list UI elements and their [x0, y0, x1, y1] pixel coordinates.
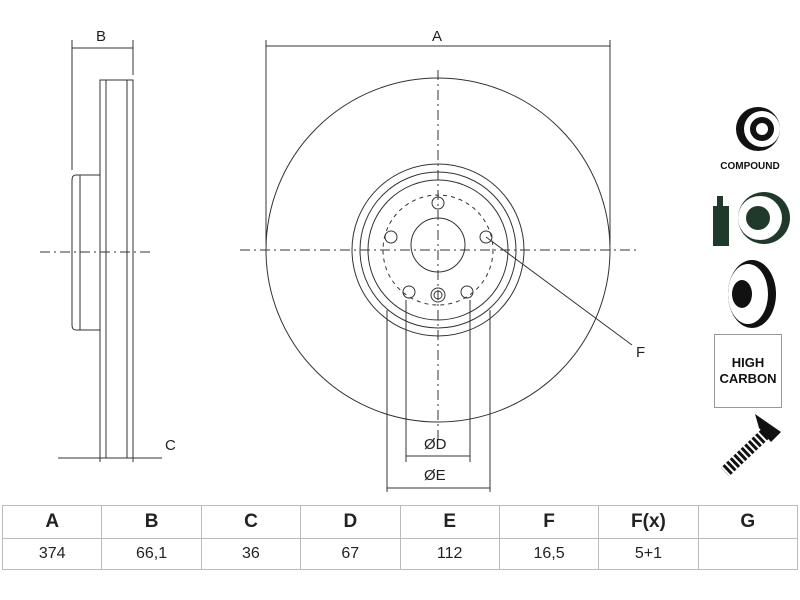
header-e: E: [399, 505, 500, 539]
value-b: 66,1: [101, 538, 202, 570]
header-b: B: [101, 505, 202, 539]
header-fx: F(x): [598, 505, 699, 539]
value-f: 16,5: [498, 538, 600, 570]
screw-icon: [720, 414, 781, 477]
header-c: C: [200, 505, 302, 539]
value-c: 36: [200, 538, 302, 570]
dim-label-e: ØE: [424, 467, 446, 484]
header-a: A: [1, 505, 103, 539]
high-carbon-line2: CARBON: [719, 371, 777, 386]
value-e: 112: [399, 538, 500, 570]
dim-label-b: B: [96, 28, 107, 45]
dim-label-c: C: [165, 437, 176, 454]
dim-label-d: ØD: [424, 436, 447, 453]
dim-label-f: F: [636, 344, 646, 361]
header-f: F: [498, 505, 600, 539]
brake-disc-drawing: [40, 40, 640, 492]
side-view: [40, 40, 162, 462]
header-d: D: [300, 505, 401, 539]
header-g: G: [697, 505, 799, 539]
compound-disc-icon: [736, 107, 780, 151]
front-view: [240, 40, 640, 492]
value-d: 67: [300, 538, 401, 570]
value-g: [697, 538, 799, 570]
dim-label-a: A: [432, 28, 443, 45]
value-fx: 5+1: [598, 538, 699, 570]
high-carbon-line1: HIGH: [731, 355, 765, 370]
dimensions-table: A B C D E F F(x) G 374 66,1 36 67 112 16…: [1, 505, 799, 570]
coating-spray-icon: [713, 192, 790, 246]
compound-label: COMPOUND: [720, 161, 780, 172]
value-a: 374: [1, 538, 103, 570]
vented-disc-icon: [728, 260, 776, 328]
